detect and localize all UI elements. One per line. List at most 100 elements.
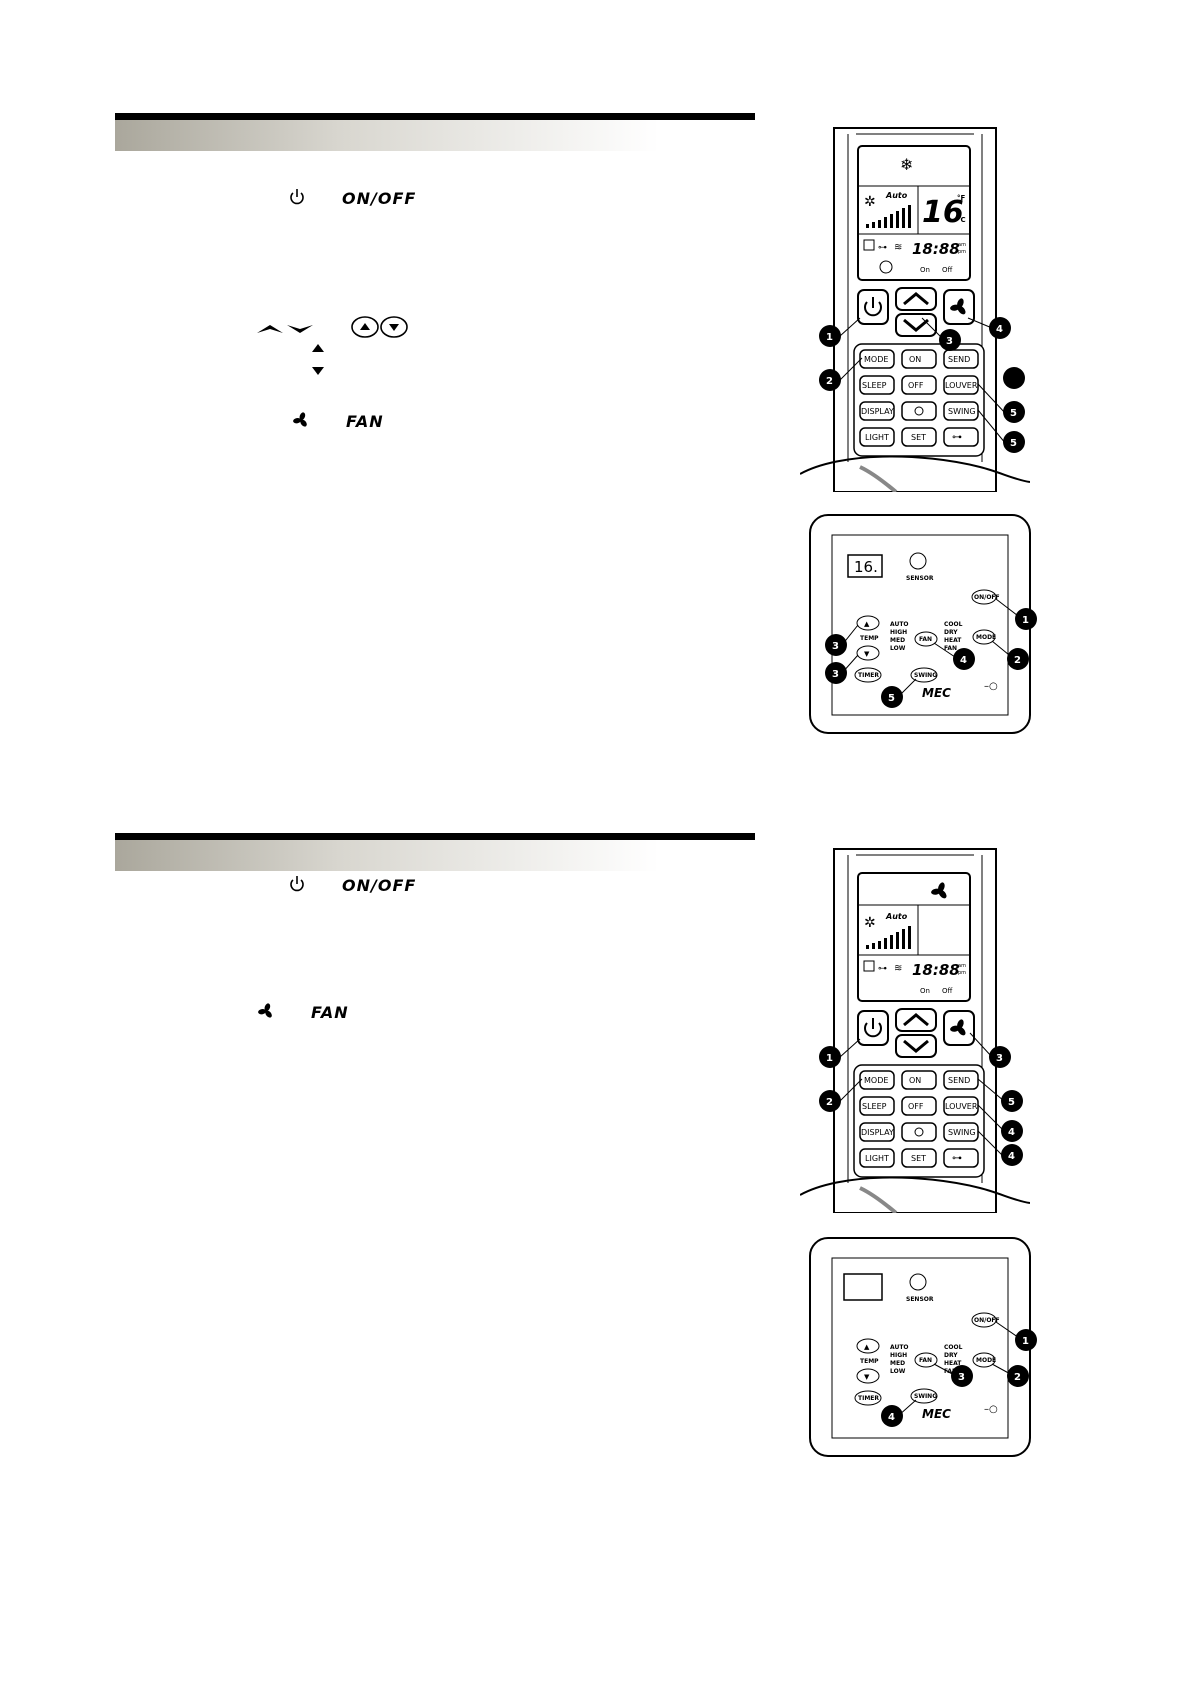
svg-text:SENSOR: SENSOR: [906, 1296, 934, 1303]
callout-badges: 1 3 4 2 5 5: [819, 317, 1025, 453]
fan-icon: [258, 1003, 272, 1018]
svg-text:SWING: SWING: [914, 1393, 937, 1400]
svg-text:5: 5: [1008, 1097, 1015, 1108]
svg-text:3: 3: [832, 669, 839, 680]
svg-text:AUTO: AUTO: [890, 621, 909, 628]
svg-text:▼: ▼: [864, 650, 870, 658]
fan-label-2: FAN: [311, 1003, 349, 1022]
wall-panel-2: SENSOR ON/OFF ▲ TEMP ▼ AUTO HIGH MED LOW…: [809, 1237, 1037, 1457]
svg-text:≋: ≋: [894, 963, 902, 974]
svg-text:DISPLAY: DISPLAY: [861, 1128, 894, 1137]
svg-text:MODE: MODE: [976, 634, 996, 641]
svg-text:2: 2: [826, 1097, 833, 1108]
svg-text:4: 4: [1008, 1127, 1015, 1138]
svg-text:3: 3: [946, 336, 953, 347]
svg-text:HIGH: HIGH: [890, 1352, 907, 1359]
svg-text:LOW: LOW: [890, 645, 906, 652]
svg-text:ON/OFF: ON/OFF: [974, 594, 1000, 601]
svg-text:2: 2: [1014, 1372, 1021, 1383]
svg-text:SWING: SWING: [948, 1128, 976, 1137]
svg-text:°C: °C: [957, 216, 966, 224]
header-rule: [115, 113, 755, 120]
section-2-header-bar: [115, 833, 755, 871]
svg-text:5: 5: [888, 693, 895, 704]
btn-mode: MODE: [864, 355, 888, 364]
display-temp: 16: [922, 195, 964, 230]
header-gradient: [115, 840, 755, 871]
snowflake-icon: ❄: [900, 155, 913, 174]
svg-text:1: 1: [1022, 615, 1029, 626]
svg-text:am: am: [958, 242, 966, 248]
panel-display-value: 16.: [854, 558, 878, 576]
svg-text:HEAT: HEAT: [944, 1360, 962, 1367]
svg-text:TEMP: TEMP: [860, 1358, 879, 1365]
svg-text:MODE: MODE: [864, 1076, 888, 1085]
svg-text:SWING: SWING: [914, 672, 937, 679]
remote-control-2: ✲ Auto ⊶ ≋ 18:88 am pm On Off MODE ON SE…: [800, 848, 1030, 1213]
svg-text:LIGHT: LIGHT: [865, 1154, 889, 1163]
svg-text:MEC: MEC: [922, 1407, 951, 1421]
svg-text:3: 3: [832, 641, 839, 652]
header-rule: [115, 833, 755, 840]
svg-text:SET: SET: [911, 1154, 926, 1163]
svg-text:MODE: MODE: [976, 1357, 996, 1364]
svg-text:5: 5: [1010, 408, 1017, 419]
svg-text:DRY: DRY: [944, 1352, 958, 1359]
svg-text:ON/OFF: ON/OFF: [974, 1317, 1000, 1324]
svg-text:⊶: ⊶: [952, 1153, 962, 1164]
up-down-arrow-icons: [257, 325, 313, 333]
btn-set: SET: [911, 433, 926, 442]
svg-text:SENSOR: SENSOR: [906, 575, 934, 582]
svg-text:1: 1: [826, 1053, 833, 1064]
svg-text:5: 5: [1010, 438, 1017, 449]
fan-label: FAN: [346, 412, 384, 431]
svg-text:TIMER: TIMER: [858, 672, 879, 679]
svg-text:Off: Off: [942, 266, 953, 274]
svg-text:COOL: COOL: [944, 621, 963, 628]
svg-text:am: am: [958, 963, 966, 969]
svg-text:FAN: FAN: [919, 1357, 932, 1364]
svg-text:4: 4: [960, 655, 967, 666]
svg-text:ON: ON: [909, 1076, 921, 1085]
on-off-label-2: ON/OFF: [342, 876, 417, 895]
svg-text:DRY: DRY: [944, 629, 958, 636]
svg-text:OFF: OFF: [908, 1102, 924, 1111]
svg-text:HEAT: HEAT: [944, 637, 962, 644]
btn-sleep: SLEEP: [862, 381, 887, 390]
up-down-round-button-icons: [351, 316, 408, 338]
svg-text:▲: ▲: [864, 620, 870, 628]
fan-speed-bars: [866, 205, 911, 228]
svg-text:°F: °F: [957, 194, 966, 202]
svg-text:1: 1: [826, 332, 833, 343]
btn-louver: LOUVER: [945, 381, 978, 390]
svg-text:✲: ✲: [864, 194, 876, 210]
svg-text:⊶: ⊶: [878, 243, 887, 253]
svg-text:FAN: FAN: [919, 636, 932, 643]
btn-light: LIGHT: [865, 433, 889, 442]
svg-text:Auto: Auto: [885, 912, 908, 921]
svg-text:AUTO: AUTO: [890, 1344, 909, 1351]
svg-text:2: 2: [826, 376, 833, 387]
svg-text:4: 4: [888, 1412, 895, 1423]
svg-text:–○: –○: [984, 681, 998, 692]
triangle-down-icon: [312, 367, 324, 375]
display-clock: 18:88: [912, 240, 960, 258]
wall-panel-1: 16. SENSOR ON/OFF ▲ TEMP ▼ AUTO HIGH MED…: [809, 514, 1037, 734]
svg-text:3: 3: [996, 1053, 1003, 1064]
svg-text:MED: MED: [890, 637, 905, 644]
btn-off: OFF: [908, 381, 924, 390]
triangle-up-icon: [312, 344, 324, 352]
power-icon: [290, 189, 304, 205]
brand-logo: MEC: [922, 686, 951, 700]
svg-text:≋: ≋: [894, 242, 902, 253]
svg-text:18:88: 18:88: [912, 961, 960, 979]
svg-text:pm: pm: [958, 970, 966, 976]
svg-text:4: 4: [996, 324, 1003, 335]
power-icon: [290, 876, 304, 892]
btn-display: DISPLAY: [861, 407, 894, 416]
header-gradient: [115, 120, 755, 151]
btn-send: SEND: [948, 355, 970, 364]
svg-text:pm: pm: [958, 249, 966, 255]
svg-text:1: 1: [1022, 1336, 1029, 1347]
svg-text:TIMER: TIMER: [858, 1395, 879, 1402]
